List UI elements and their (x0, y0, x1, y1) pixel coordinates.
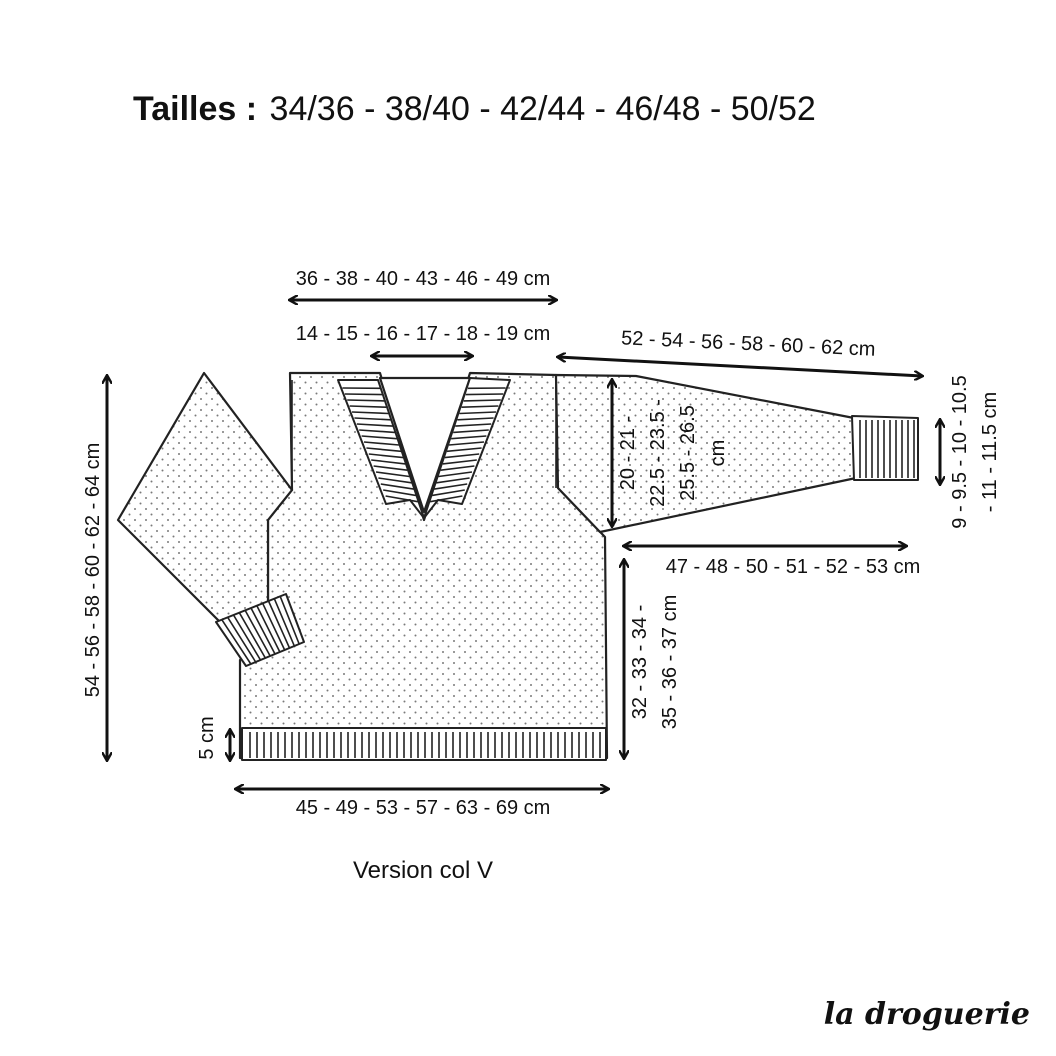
rib-line (368, 453, 404, 459)
rib-line (221, 619, 252, 665)
bottom-ribbing (241, 727, 607, 761)
neck-width-label: 14 - 15 - 16 - 17 - 18 - 19 cm (296, 323, 551, 345)
rib-line (267, 600, 291, 649)
rib-line (446, 447, 482, 453)
rib-line (344, 393, 383, 396)
side-length-label-group: 32 - 33 - 34 - 35 - 36 - 37 cm (629, 595, 681, 730)
cuff-width-label-2: - 11 - 11.5 cm (979, 392, 1001, 512)
rib-line (359, 429, 395, 434)
rib-line (380, 483, 414, 490)
rib-line (429, 495, 463, 503)
rib-line (361, 435, 397, 440)
sleeve-depth-label-1: 20 - 21 - (617, 416, 639, 490)
rib-line (371, 459, 406, 465)
total-length-label: 54 - 56 - 58 - 60 - 62 - 64 cm (82, 443, 104, 698)
sleeve-depth-label-2: 22.5 - 23.5 - (647, 399, 669, 507)
rib-line (378, 477, 412, 484)
rib-line (279, 596, 300, 645)
rib-line (442, 459, 477, 465)
sleeve-length-top-arrow (558, 357, 922, 376)
rib-line (373, 465, 408, 471)
sleeve-length-top-label: 52 - 54 - 56 - 58 - 60 - 62 cm (621, 327, 876, 361)
rib-line (273, 598, 296, 647)
rib-line (383, 489, 416, 497)
rib-line (356, 423, 393, 427)
rib-line (366, 447, 402, 453)
rib-line (432, 489, 465, 497)
sizes-values: 34/36 - 38/40 - 42/44 - 46/48 - 50/52 (270, 90, 816, 128)
rib-line (347, 399, 385, 402)
version-caption: Version col V (353, 857, 493, 884)
bottom-ribbing-lines (249, 732, 601, 758)
right-sleeve (554, 373, 919, 534)
rib-line (440, 465, 475, 471)
rib-line (457, 417, 494, 421)
rib-line (232, 614, 262, 661)
v-neck-rib-right-lines (429, 387, 506, 503)
rib-line (463, 399, 501, 402)
rib-line (250, 607, 276, 655)
rib-line (434, 483, 468, 490)
left-cuff-lines (221, 596, 300, 665)
cuff-width-label-group: 9 - 9.5 - 10 - 10.5 - 11 - 11.5 cm (949, 375, 1001, 528)
rib-line (455, 423, 492, 427)
left-sleeve (116, 371, 305, 667)
rib-line (261, 602, 286, 651)
right-cuff-lines (859, 420, 915, 478)
rib-line (354, 417, 391, 421)
right-sleeve-panel (554, 373, 858, 534)
rib-line (436, 477, 470, 484)
sleeve-length-bottom-label: 47 - 48 - 50 - 51 - 52 - 53 cm (666, 556, 921, 578)
cuff-width-label-1: 9 - 9.5 - 10 - 10.5 (949, 375, 971, 528)
rib-line (451, 435, 487, 440)
rib-line (226, 616, 257, 663)
sizes-label: Tailles : (133, 90, 257, 128)
rib-line (256, 605, 281, 653)
rib-line (465, 393, 504, 396)
rib-line (438, 471, 473, 478)
side-length-label-2: 35 - 36 - 37 cm (659, 595, 681, 730)
rib-line (448, 441, 485, 446)
rib-line (444, 453, 480, 459)
left-sleeve-panel (116, 371, 294, 642)
shoulder-width-label: 36 - 38 - 40 - 43 - 46 - 49 cm (296, 268, 551, 290)
rib-line (461, 405, 499, 408)
rib-line (453, 429, 489, 434)
rib-height-label: 5 cm (196, 716, 218, 759)
rib-line (238, 612, 267, 659)
rib-line (385, 495, 419, 503)
rib-line (363, 441, 400, 446)
rib-line (244, 609, 271, 657)
sweater-body (238, 371, 609, 761)
sleeve-depth-label-group: 20 - 21 - 22.5 - 23.5 - 25.5 - 26.5 cm (617, 399, 729, 507)
brand-logo: la droguerie (824, 997, 1030, 1032)
rib-line (351, 411, 389, 415)
rib-line (459, 411, 497, 415)
rib-line (349, 405, 387, 408)
sleeve-depth-label-3: 25.5 - 26.5 (677, 405, 699, 501)
sizes-title: Tailles : 34/36 - 38/40 - 42/44 - 46/48 … (133, 90, 816, 128)
sleeve-depth-label-4: cm (707, 440, 729, 467)
bottom-width-label: 45 - 49 - 53 - 57 - 63 - 69 cm (296, 797, 551, 819)
side-length-label-1: 32 - 33 - 34 - (629, 605, 651, 720)
rib-line (375, 471, 410, 478)
v-neck-rib-left-lines (342, 387, 419, 503)
